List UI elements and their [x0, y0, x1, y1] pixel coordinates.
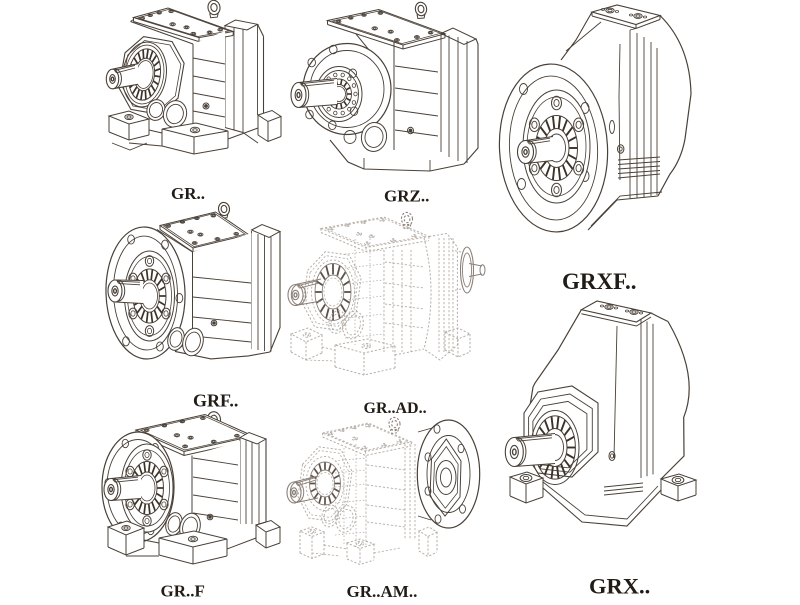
- svg-text:GR..AD..: GR..AD..: [364, 400, 427, 417]
- svg-text:GRZ..: GRZ..: [384, 187, 429, 206]
- svg-text:GR..AM..: GR..AM..: [347, 582, 418, 600]
- svg-text:GR..: GR..: [171, 184, 205, 203]
- svg-text:GRF..: GRF..: [193, 391, 238, 411]
- svg-text:GRXF..: GRXF..: [562, 269, 637, 294]
- svg-text:GRX..: GRX..: [589, 574, 650, 599]
- svg-text:GR..F: GR..F: [161, 582, 205, 601]
